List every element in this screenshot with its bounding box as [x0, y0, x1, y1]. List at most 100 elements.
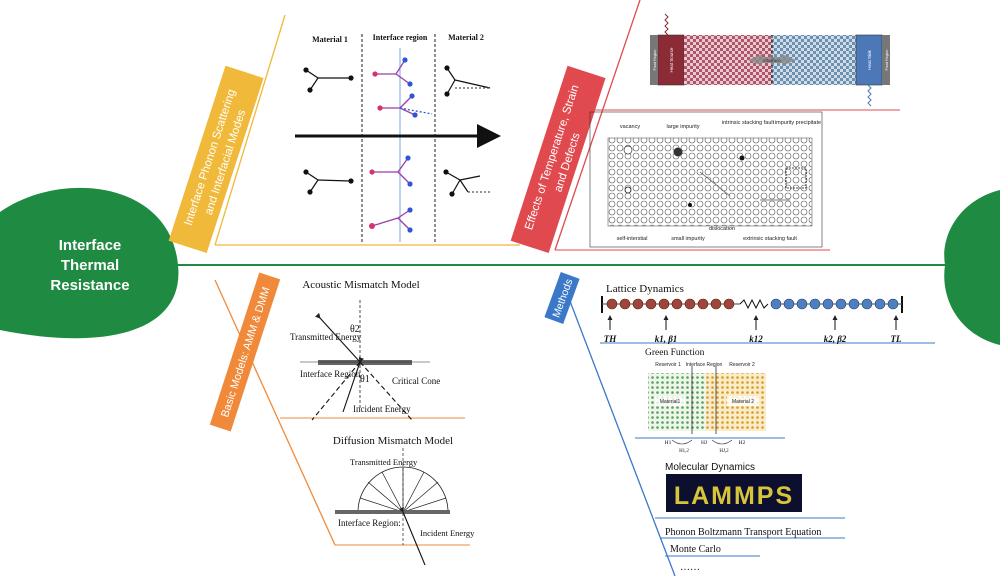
defects-panel: vacancy large impurity intrinsic stackin…: [589, 111, 823, 248]
label-fixed-left: Fixed Region: [653, 50, 657, 71]
dmm-title: Diffusion Mismatch Model: [333, 435, 453, 447]
branch-label-methods: Methods: [544, 272, 580, 324]
atom-right-0: [770, 298, 782, 310]
amm-title: Acoustic Mismatch Model: [302, 279, 419, 291]
atom-left-9: [723, 298, 735, 310]
branch-line-methods: [559, 274, 676, 576]
label-heat-source: Heat Source: [669, 47, 674, 73]
svg-text:LAMMPS: LAMMPS: [674, 482, 794, 510]
green-title: Green Function: [645, 348, 705, 358]
monte-carlo-label: Monte Carlo: [670, 544, 721, 555]
label-tl: TL: [891, 334, 902, 344]
branch-label-scattering: Interface Phonon Scattering and Interfac…: [168, 65, 264, 254]
atom-right-2: [796, 298, 808, 310]
label-material-2: Material 2: [448, 33, 484, 42]
atom-right-5: [835, 298, 847, 310]
label-hj: HJ: [701, 440, 708, 446]
head-line-3: Resistance: [50, 277, 129, 294]
label-large-impurity: large impurity: [666, 124, 699, 130]
dmm-transmitted: Transmitted Energy: [350, 457, 418, 467]
lattice-title: Lattice Dynamics: [606, 283, 684, 295]
atom-left-3: [645, 298, 657, 310]
label-vacancy: vacancy: [620, 124, 640, 130]
label-h1: H1: [665, 440, 672, 446]
atom-left-4: [658, 298, 670, 310]
label-material-1: Material 1: [312, 35, 348, 44]
atom-right-1: [783, 298, 795, 310]
atom-left-2: [632, 298, 644, 310]
k12-spring: [739, 298, 769, 310]
label-h12: H1,2: [679, 449, 689, 454]
dmm-interface-bar: [335, 510, 450, 514]
branch-line-effects: [554, 0, 641, 251]
strain-arrow: [748, 54, 796, 66]
atom-left-8: [710, 298, 722, 310]
head-line-2: Thermal: [61, 257, 119, 274]
branch-line-scattering: [214, 14, 286, 246]
vacancy-site: [623, 145, 633, 155]
scattering-panel: Material 1 Interface region Material 2: [295, 33, 501, 242]
label-heat-sink: Heat Sink: [867, 49, 872, 69]
label-k1: k1, β1: [655, 334, 678, 344]
amm-transmitted: Transmitted Energy: [290, 332, 362, 342]
green-function-panel: Green Function Reservoir 1 Interface Reg…: [645, 348, 766, 454]
label-green-interface: Interface Region: [686, 362, 723, 368]
fish-tail: [944, 190, 1000, 345]
atom-left-6: [684, 298, 696, 310]
label-k12: k12: [749, 334, 763, 344]
amm-critical-cone: Critical Cone: [392, 376, 440, 386]
label-th: TH: [604, 334, 617, 344]
label-interface-strain: Interface: [763, 58, 781, 63]
dmm-panel: Diffusion Mismatch Model Transmitted Ene…: [333, 435, 475, 566]
dmm-incident: Incident Energy: [420, 528, 475, 538]
atom-right-3: [809, 298, 821, 310]
atom-right-7: [861, 298, 873, 310]
lammps-logo: LAMMPS: [666, 474, 802, 512]
self-interstitial-site: [624, 186, 632, 194]
label-dislocation: dislocation: [709, 226, 735, 232]
label-intrinsic: intrinsic stacking fault: [722, 120, 775, 126]
label-green-material-1: Material1: [660, 399, 681, 405]
heat-out-squiggle: [867, 84, 872, 107]
heat-in-squiggle: [664, 13, 669, 36]
label-interface-region: Interface region: [373, 33, 428, 42]
amm-incident: Incident Energy: [353, 404, 411, 414]
amm-interface-region: Interface Region: [300, 369, 361, 379]
label-extrinsic: extrinsic stacking fault: [743, 236, 797, 242]
branch-label-effects: Effects of Temperature, Strain and Defec…: [510, 65, 606, 254]
atom-left-7: [697, 298, 709, 310]
label-reservoir-2: Reservoir 2: [729, 362, 755, 368]
amm-interface-bar: [318, 360, 412, 365]
atom-right-4: [822, 298, 834, 310]
label-h2: H2: [739, 440, 746, 446]
branch-label-models: Basic Models: AMM & DMM: [209, 272, 281, 432]
label-green-material-2: Material 2: [732, 399, 754, 405]
atom-right-6: [848, 298, 860, 310]
strain-panel: Interface Heat Source Heat Sink Fixed Re…: [650, 13, 890, 107]
amm-panel: Acoustic Mismatch Model Transmitted Ener…: [290, 279, 440, 421]
md-title: Molecular Dynamics: [665, 462, 755, 473]
atom-left-0: [606, 298, 618, 310]
label-k2: k2, β2: [824, 334, 847, 344]
lattice-atom-chain: [606, 298, 899, 310]
amm-theta1: θ1: [360, 374, 370, 385]
head-line-1: Interface: [59, 237, 122, 254]
ellipsis-label: ……: [680, 562, 700, 573]
atom-left-5: [671, 298, 683, 310]
label-reservoir-1: Reservoir 1: [655, 362, 681, 368]
small-impurity-site: [688, 203, 692, 207]
large-impurity-site: [673, 147, 683, 157]
amm-theta2: θ2: [350, 324, 360, 335]
atom-right-9: [887, 298, 899, 310]
label-small-impurity: small impurity: [671, 236, 705, 242]
atom-right-8: [874, 298, 886, 310]
label-fixed-right: Fixed Region: [885, 50, 889, 71]
atom-left-1: [619, 298, 631, 310]
label-self-interstitial: self-interstial: [617, 236, 648, 242]
pbte-label: Phonon Boltzmann Transport Equation: [665, 527, 821, 538]
branch-line-models: [214, 279, 336, 546]
label-impurity-precipitate: impurity precipitate: [775, 120, 821, 126]
lattice-dynamics-panel: Lattice Dynamics TH k1, β1 k12 k2, β2 TL: [601, 283, 903, 344]
label-hj2: HJ,2: [719, 449, 729, 454]
